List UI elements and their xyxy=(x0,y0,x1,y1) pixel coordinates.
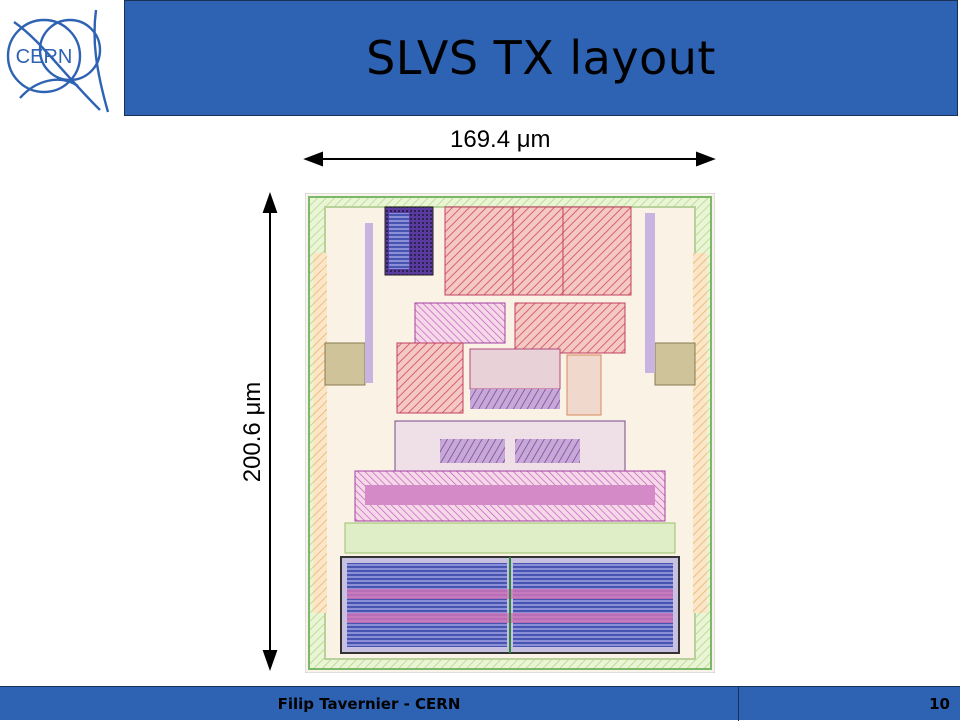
footer-bar: Filip Tavernier - CERN 10 xyxy=(0,686,960,721)
chip-layout-image xyxy=(305,193,715,673)
slide-title: SLVS TX layout xyxy=(366,31,716,85)
width-dimension-label: 169.4 μm xyxy=(450,126,551,153)
width-arrow-left-head xyxy=(303,151,323,167)
height-dimension-label: 200.6 μm xyxy=(239,381,266,483)
width-arrow-right-head xyxy=(696,151,716,167)
logo-text: CERN xyxy=(16,46,73,68)
title-bar: SLVS TX layout xyxy=(124,0,958,116)
cern-logo: CERN xyxy=(0,0,124,118)
height-arrow-top-head xyxy=(262,191,278,213)
height-arrow-bottom-head xyxy=(262,650,278,672)
footer-author: Filip Tavernier - CERN xyxy=(277,694,461,713)
footer-divider xyxy=(738,686,739,721)
cern-logo-icon: CERN xyxy=(6,9,110,113)
page-number: 10 xyxy=(929,694,950,713)
